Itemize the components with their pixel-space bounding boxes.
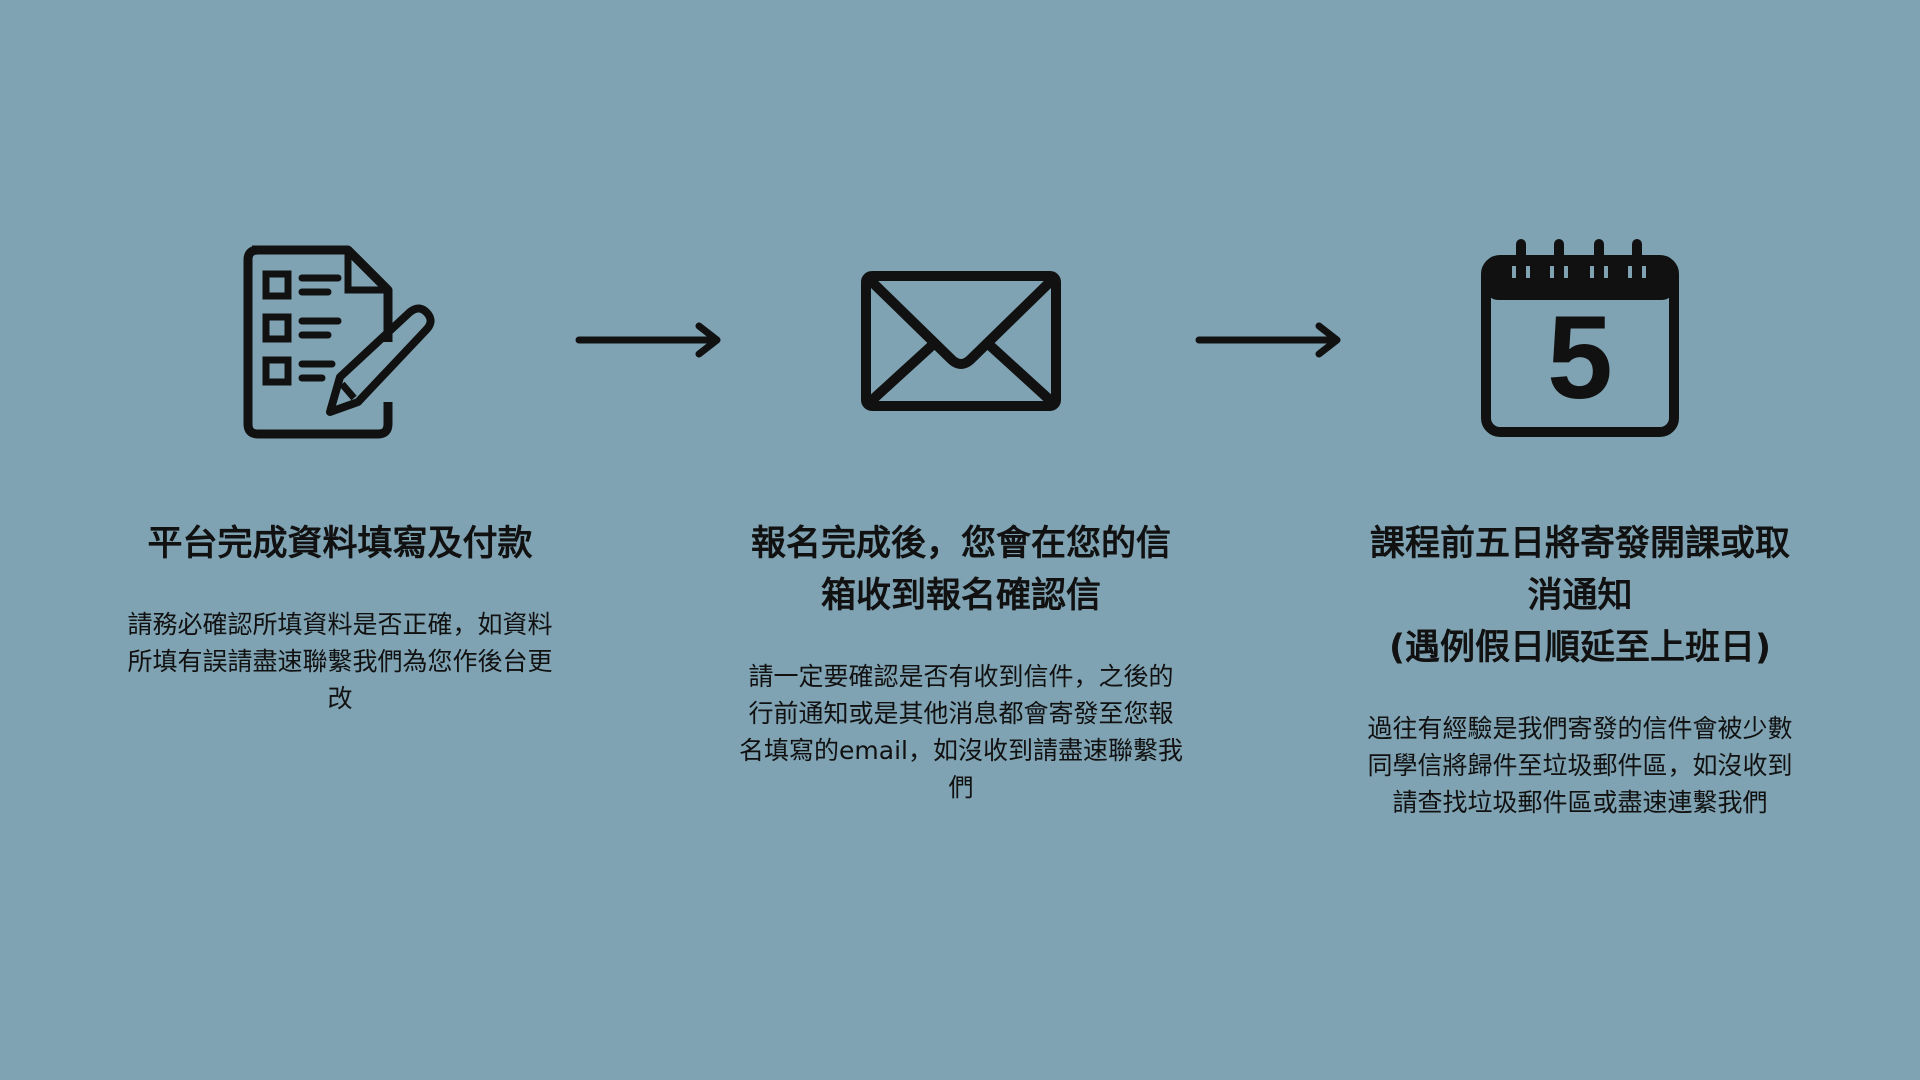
title-line: (遇例假日順延至上班日) (1389, 628, 1771, 668)
title-line: 報名完成後，您會在您的信 (750, 524, 1171, 564)
body-line: 過往有經驗是我們寄發的信件會被少數 (1367, 714, 1793, 743)
envelope-icon (861, 271, 1061, 411)
step-3: 課程前五日將寄發開課或取 消通知 (遇例假日順延至上班日) 過往有經驗是我們寄發… (1330, 518, 1830, 821)
calendar-day-number: 5 (1547, 292, 1613, 424)
step-2-description: 請一定要確認是否有收到信件，之後的 行前通知或是其他消息都會寄發至您報 名填寫的… (711, 658, 1211, 806)
arrow-right-icon (1195, 322, 1341, 358)
calendar-icon: 5 (1478, 238, 1682, 442)
body-line: 請務必確認所填資料是否正確，如資料 (127, 610, 553, 639)
step-3-title: 課程前五日將寄發開課或取 消通知 (遇例假日順延至上班日) (1330, 518, 1830, 674)
body-line: 同學信將歸件至垃圾郵件區，如沒收到 (1367, 751, 1793, 780)
body-line: 行前通知或是其他消息都會寄發至您報 (748, 699, 1174, 728)
title-line: 箱收到報名確認信 (820, 576, 1101, 616)
title-line: 課程前五日將寄發開課或取 (1369, 524, 1790, 564)
body-line: 請一定要確認是否有收到信件，之後的 (748, 662, 1174, 691)
step-2-title: 報名完成後，您會在您的信 箱收到報名確認信 (711, 518, 1211, 622)
body-line: 改 (327, 684, 353, 713)
arrow-right-icon (575, 322, 721, 358)
body-line: 請查找垃圾郵件區或盡速連繫我們 (1392, 788, 1768, 817)
step-1: 平台完成資料填寫及付款 請務必確認所填資料是否正確，如資料 所填有誤請盡速聯繫我… (90, 518, 590, 717)
step-1-title: 平台完成資料填寫及付款 (90, 518, 590, 570)
body-line: 名填寫的email，如沒收到請盡速聯繫我 (739, 736, 1183, 765)
form-with-pencil-icon (243, 245, 435, 439)
step-3-description: 過往有經驗是我們寄發的信件會被少數 同學信將歸件至垃圾郵件區，如沒收到 請查找垃… (1330, 710, 1830, 821)
step-2: 報名完成後，您會在您的信 箱收到報名確認信 請一定要確認是否有收到信件，之後的 … (711, 518, 1211, 806)
step-1-description: 請務必確認所填資料是否正確，如資料 所填有誤請盡速聯繫我們為您作後台更 改 (90, 606, 590, 717)
body-line: 所填有誤請盡速聯繫我們為您作後台更 (127, 647, 553, 676)
title-line: 消通知 (1527, 576, 1633, 616)
body-line: 們 (948, 773, 974, 802)
title-line: 平台完成資料填寫及付款 (147, 524, 533, 564)
